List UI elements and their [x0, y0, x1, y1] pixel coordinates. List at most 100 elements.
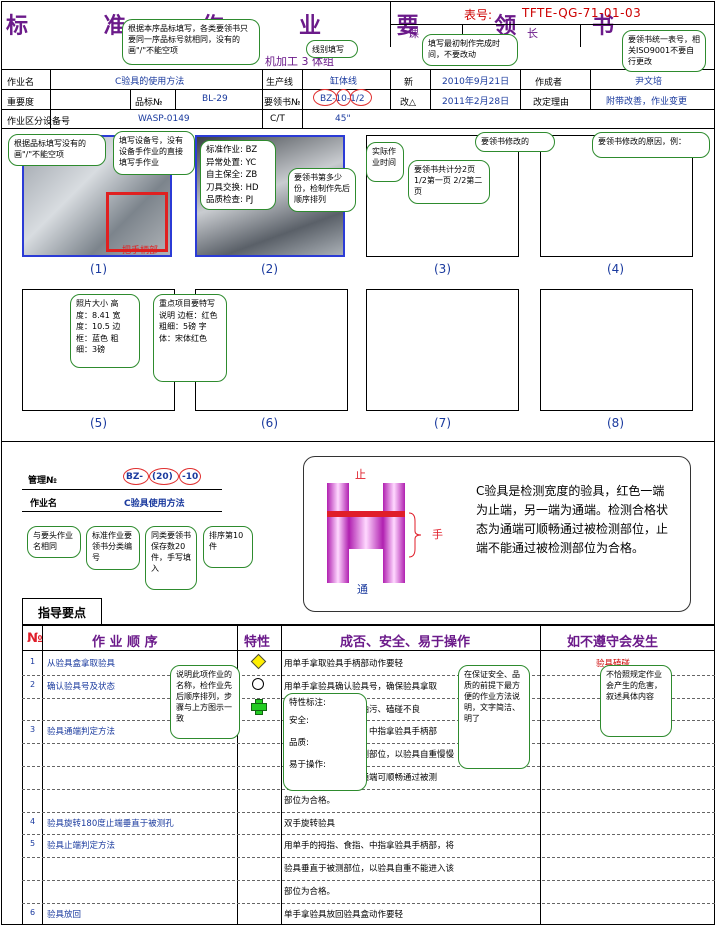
photo-1-highlight	[106, 192, 168, 252]
new-date: 2010年9月21日	[442, 77, 510, 87]
guide-title-box	[22, 598, 102, 624]
gauge-go-label: 通	[357, 583, 368, 596]
section-label: 课	[408, 27, 419, 40]
legend-title: 特性标注:	[289, 698, 326, 708]
annotation-equip: 填写设备号，没有设备手作业的直接填写手作业	[113, 131, 195, 175]
mid-op-value: C验具使用方法	[124, 499, 185, 509]
author-label: 作成者	[535, 78, 563, 88]
row-desc: 部位为合格。	[284, 887, 336, 897]
equip-label: 作业区分设备号	[7, 117, 71, 127]
line-value: 缸体线	[330, 77, 358, 87]
legend-box: 特性标注: 安全: 品质: 易于操作:	[283, 693, 367, 791]
doc-no-label: 要领书№	[264, 98, 301, 108]
row-divider	[22, 834, 715, 836]
mgmt-oval-1	[123, 468, 149, 485]
row-divider	[22, 697, 715, 699]
row-desc: 验具垂直于被测部位，以验具自重不能进入该	[284, 864, 455, 875]
photo-caption-7: (7)	[434, 416, 451, 430]
importance-label: 重要度	[7, 98, 35, 108]
ct-label: C/T	[270, 114, 285, 124]
row-desc: 用单手拿取验具手柄部动作要轻	[284, 659, 404, 669]
code-list-box: 标准作业: BZ 异常处置: YC 自主保全: ZB 刀具交换: HD 品质检查…	[200, 140, 276, 210]
annotation-points: 在保证安全、品质的前提下最方便的作业方法说明，文字简洁、明了	[458, 665, 530, 769]
mid-op-label: 作业名	[30, 499, 58, 509]
annotation-steps: 说明此项作业的名称，检作业先后顺序排列，步骤与上方图示一致	[170, 665, 240, 739]
author: 尹文培	[635, 77, 663, 87]
gauge-description: C验具是检测宽度的验具，红色一端为止端，另一端为通端。检测合格状态为通端可顺畅通…	[476, 484, 669, 555]
legend-safety: 安全:	[289, 716, 309, 726]
row-desc: 用单手的拇指、食指、中指拿验具手柄部，将	[284, 841, 455, 852]
photo-1-label: 把手柄部	[122, 246, 159, 256]
row-number: 6	[30, 907, 36, 917]
mgmt-no-label: 管理№	[28, 476, 57, 486]
row-number: 2	[30, 679, 36, 689]
chief-label: 长	[527, 27, 538, 40]
photo-caption-4: (4)	[607, 262, 624, 276]
row-divider	[22, 857, 715, 859]
code-pj: 品质检查: PJ	[206, 195, 254, 205]
annotation-pages: 要领书共计分2页1/2第一页 2/2第二页	[408, 160, 490, 204]
annotation-part-no: 根据本序品标填写，各类要领书只要同一序品标号就相同，没有的画"/"不能空项	[122, 19, 260, 65]
row-desc: 用单手拿验具确认验具号，确保验具拿取	[284, 681, 438, 692]
code-zb: 自主保全: ZB	[206, 170, 258, 180]
guide-title: 指导要点	[38, 606, 87, 620]
gauge-hand-label: 手	[432, 528, 443, 541]
op-name-label: 作业名	[7, 78, 35, 88]
row-divider	[22, 902, 715, 904]
reason-label: 改定理由	[533, 98, 570, 108]
photo-8	[540, 289, 693, 411]
department: 机加工 3 体组	[265, 55, 334, 68]
legend-quality: 品质:	[289, 738, 309, 748]
photo-caption-2: (2)	[261, 262, 278, 276]
photo-caption-5: (5)	[90, 416, 107, 430]
annotation-line: 线别填写	[306, 40, 358, 58]
annotation-form-no: 要领书统一表号，相关ISO9001不要自行更改	[622, 30, 706, 72]
annotation-highlight-rule: 重点项目要特写说明 边框：红色 粗细：5磅 字体：宋体红色	[153, 294, 227, 382]
row-step: 验具放回	[47, 909, 82, 920]
row-step: 从验具盒拿取验具	[47, 659, 116, 669]
row-number: 5	[30, 839, 36, 849]
row-desc: 单手拿验具放回验具盒动作要轻	[284, 909, 404, 920]
photo-caption-8: (8)	[607, 416, 624, 430]
photo-caption-3: (3)	[434, 262, 451, 276]
line-label: 生产线	[266, 78, 294, 88]
code-yc: 异常处置: YC	[206, 157, 257, 168]
form-number-label: 表号:	[464, 8, 493, 22]
form-number: TFTE-QG-71-01-03	[522, 6, 642, 20]
annotation-ct: 实际作业时间	[366, 142, 404, 182]
annotation-fail: 不恰照规定作业会产生的危害，叙述具体内容	[600, 665, 672, 737]
part-no: BL-29	[202, 94, 228, 104]
row-divider	[22, 720, 715, 722]
rev-date: 2011年2月28日	[442, 97, 510, 107]
legend-ease: 易于操作:	[289, 760, 326, 770]
row-number: 4	[30, 816, 36, 826]
op-name: C验具的使用方法	[115, 77, 185, 87]
row-divider	[22, 674, 715, 676]
change-reason: 附带改善，作业变更	[606, 97, 688, 107]
row-divider	[22, 743, 715, 745]
row-desc: 双手旋转验具	[284, 818, 336, 829]
photo-caption-6: (6)	[261, 416, 278, 430]
annotation-doc-seq: 要领书第多少份，检制作先后顺序排列	[288, 168, 356, 212]
annotation-new-date: 填写最初制作完成时间，不要改动	[422, 34, 518, 66]
row-step: 验具旋转180度止端垂直于被测孔	[47, 818, 174, 829]
row-divider	[22, 811, 715, 813]
cycle-time: 45"	[335, 114, 351, 124]
code-bz: 标准作业: BZ	[206, 145, 258, 155]
row-desc: 位，将验具垂直于被测部位，以验具自重慢慢	[284, 750, 455, 761]
annotation-rev: 要领书修改的	[475, 132, 555, 152]
rev-label: 改△	[400, 98, 416, 108]
photo-caption-1: (1)	[90, 262, 107, 276]
row-number: 3	[30, 725, 36, 735]
col-char-header: 特性	[244, 635, 271, 650]
annotation-reason: 要领书修改的原因，例：	[592, 132, 710, 158]
row-number: 1	[30, 657, 36, 666]
row-fail: 验具磕碰	[596, 659, 631, 669]
row-step: 确认验具号及状态	[47, 681, 116, 692]
col-no-header: №	[27, 631, 43, 646]
annotation-mgmt-2: 同类要领书保存数20件，手写填入	[145, 526, 197, 590]
row-step: 验具通端判定方法	[47, 727, 116, 738]
code-hd: 刀具交换: HD	[206, 182, 259, 193]
annotation-photo-size: 照片大小 高度：8.41 宽度：10.5 边框：蓝色 粗细：3磅	[70, 294, 140, 368]
